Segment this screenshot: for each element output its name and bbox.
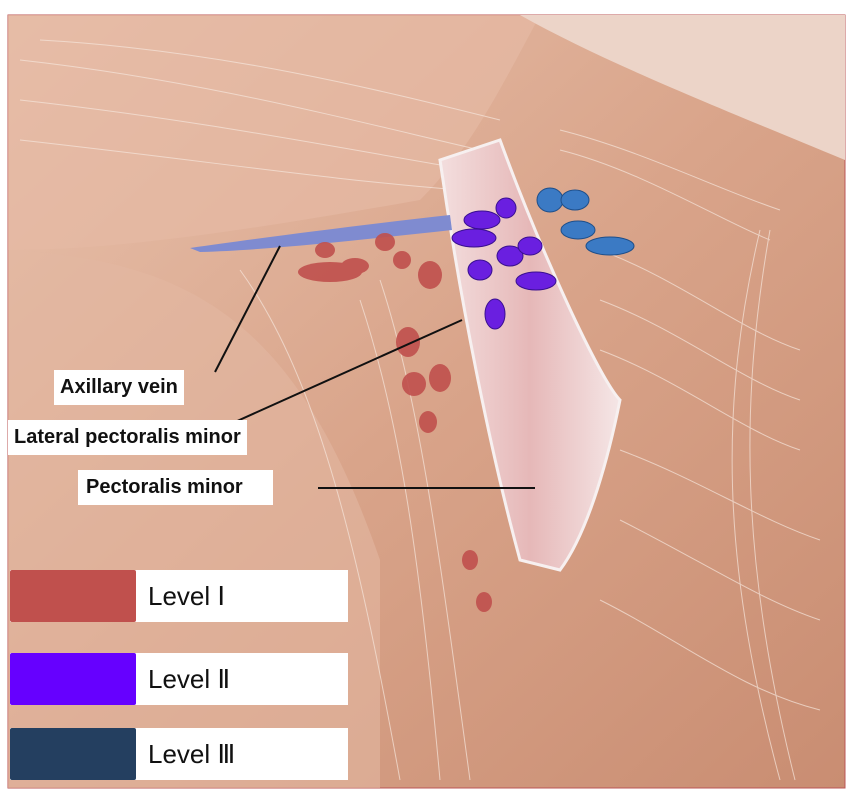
level-3-swatch [10, 728, 136, 780]
pectoralis-minor-muscle [438, 138, 622, 572]
legend-label: Level Ⅰ [148, 580, 226, 611]
axillary-vein [190, 215, 452, 252]
level-1-swatch [10, 570, 136, 622]
legend-label: Level Ⅱ [148, 663, 231, 694]
legend-item-level-3: Level Ⅲ [10, 728, 348, 780]
level-3-nodes [536, 187, 635, 256]
legend-label: Level Ⅲ [148, 738, 236, 769]
legend-item-level-2: Level Ⅱ [10, 653, 348, 705]
level-2-nodes [451, 197, 557, 330]
neck-region [520, 15, 845, 160]
legend-item-level-1: Level Ⅰ [10, 570, 348, 622]
level-1-nodes [298, 233, 492, 612]
arm-region [8, 15, 540, 250]
axillary-vein-label: Axillary vein [54, 370, 184, 405]
pectoralis-minor-label: Pectoralis minor [78, 470, 273, 505]
muscle-fibers [19, 39, 821, 781]
lateral-pectoralis-minor-label: Lateral pectoralis minor [8, 420, 247, 455]
leader-lines [214, 245, 535, 489]
level-2-swatch [10, 653, 136, 705]
